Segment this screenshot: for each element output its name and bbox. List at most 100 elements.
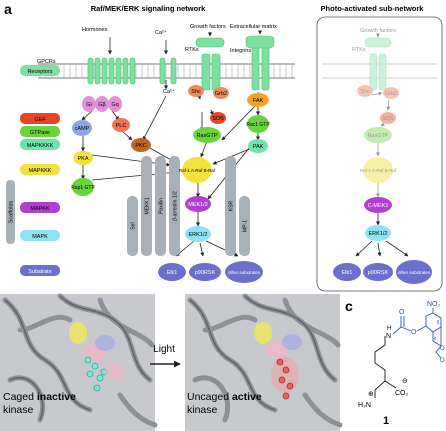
label-growth-factors: Growth factors [190, 24, 226, 30]
node-p90rsk [189, 263, 221, 281]
node-sos-label: SOS [212, 116, 224, 122]
node-gq-label: Gq [111, 102, 118, 108]
label-ca-out: Ca²⁺ [155, 29, 167, 36]
scaffold-mekk1-label: MEKK1 [145, 197, 151, 214]
node-grb2-label: Grb2 [215, 91, 227, 97]
node-gb-label: Gβ [98, 102, 105, 108]
scaffold-arrestin [169, 156, 180, 256]
legend-gtpase: GTPase [30, 130, 50, 136]
scaffold-sef-label: Sef [131, 222, 137, 230]
label-hormones: Hormones [82, 27, 108, 33]
node-gb [95, 96, 109, 112]
legend-gef: GEF [34, 117, 46, 123]
node-mek12 [185, 196, 211, 212]
legend-mapkk: MAPKK [30, 206, 50, 212]
legend-mapkkk-swatch [20, 164, 60, 175]
node-sos [210, 112, 226, 124]
sub-growth-factors: Growth factors [360, 28, 396, 34]
sub-node-elk1 [333, 263, 361, 281]
atom-minus: ⊖ [402, 378, 408, 385]
node-fak-label: FAK [253, 98, 264, 104]
node-rap1gtp-label: Rap1 GTP [71, 185, 95, 191]
sub-node-p90rsk-label: p90RSK [368, 270, 389, 276]
caption-caged-line2: kinase [3, 404, 34, 416]
sub-node-cmek1 [364, 197, 392, 213]
node-grb2 [213, 87, 229, 99]
scaffold-bars: Sef MEKK1 Paxillin β-arrestin 1/2 KSR MP… [127, 156, 250, 256]
node-gq [108, 96, 122, 112]
node-erk12-label: ERK1/2 [189, 232, 208, 238]
scaffold-ksr [225, 156, 236, 256]
sub-node-raf [363, 157, 393, 183]
atom-o-ring1: O [440, 346, 445, 352]
node-rac1gtp [247, 115, 269, 133]
legend-mapkkk: MAPKKK [29, 168, 52, 174]
label-gpcrs: GPCRs [37, 59, 56, 65]
node-rasgtp-label: RasGTP [196, 133, 217, 139]
sub-node-rasgtp [364, 127, 392, 143]
node-mek12-label: MEK1/2 [188, 202, 208, 208]
legend-substrate-swatch [20, 265, 60, 276]
node-pka [73, 151, 93, 165]
sub-node-raf-label: Raf-1 A-Raf B-Raf [360, 168, 397, 173]
subnetwork-box [316, 16, 443, 292]
legend-substrate: Substrate [28, 269, 52, 275]
node-rasgtp [193, 127, 221, 143]
caption-caged: Caged inactive [3, 391, 76, 403]
scaffold-mekk1 [141, 156, 152, 256]
atom-h-amide: H [387, 326, 391, 332]
title-right: Photo-activated sub-network [321, 4, 425, 13]
node-fak [247, 93, 269, 107]
node-pka-label: PKA [77, 156, 88, 162]
atom-o-ester: O [411, 329, 417, 336]
node-elk1 [158, 263, 186, 281]
integrin-receptor [245, 35, 275, 91]
atom-o-ring2: O [440, 358, 445, 364]
node-other-substrates [225, 261, 263, 283]
sub-node-cmek1-label: C-MEK1 [368, 203, 389, 209]
sub-node-shc [357, 85, 373, 97]
legend-receptors: Receptors [27, 69, 52, 75]
protein-render-caged [0, 293, 158, 431]
scaffold-sef [127, 196, 138, 256]
scaffold-mp1-label: MP-1 [243, 220, 249, 232]
network-nodes: Gi Gβ Gq cAMP PLC PKC PKA Rap1 GTP Shc G… [71, 85, 270, 283]
sub-node-erk12-label: ERK1/2 [369, 231, 388, 237]
sub-node-p90rsk [363, 263, 393, 281]
scaffold-ksr-label: KSR [229, 200, 235, 211]
legend-scaffolds-swatch [6, 180, 15, 244]
label-ca-in: Ca²⁺ [163, 88, 175, 95]
atom-no2: NO₂ [427, 301, 441, 308]
node-pkc [131, 138, 151, 152]
sub-node-grb2 [383, 87, 399, 99]
label-rtks: RTKs [185, 47, 199, 53]
legend-gtpase-swatch [20, 126, 60, 137]
legend-mapkkkk-swatch [20, 139, 60, 150]
atom-o-carbonyl: O [399, 309, 405, 316]
node-raf [182, 157, 212, 183]
panel-label-c: c [345, 298, 353, 314]
node-raf-label: Raf-1 A-Raf B-Raf [179, 168, 216, 173]
node-pak [248, 139, 268, 153]
node-camp-label: cAMP [75, 126, 90, 132]
legend-mapk-swatch [20, 230, 60, 241]
caption-uncaged: Uncaged active [187, 391, 262, 403]
atom-co2: CO₂ [395, 390, 409, 397]
subnetwork: Growth factors RTKs Shc Grb2 SOS RasGTP … [322, 28, 437, 284]
label-extracellular-matrix: Extracellular matrix [230, 24, 277, 30]
sub-node-other-substrates-label: other substrates [398, 270, 431, 275]
node-p90rsk-label: p90RSK [195, 270, 216, 276]
node-camp [72, 120, 92, 136]
node-erk12 [185, 226, 211, 242]
light-label: Light [153, 344, 175, 355]
node-shc [188, 85, 204, 97]
node-rap1gtp [72, 178, 94, 196]
atom-plus: ⊕ [368, 391, 374, 398]
sub-node-sos [380, 112, 396, 124]
sub-node-elk1-label: Elk1 [342, 270, 353, 276]
calcium-channel [159, 57, 177, 85]
node-gi [82, 96, 96, 112]
scaffold-arrestin-label: β-arrestin 1/2 [173, 191, 179, 221]
sub-node-rasgtp-label: RasGTP [367, 133, 388, 139]
compound-number: 1 [383, 415, 389, 427]
